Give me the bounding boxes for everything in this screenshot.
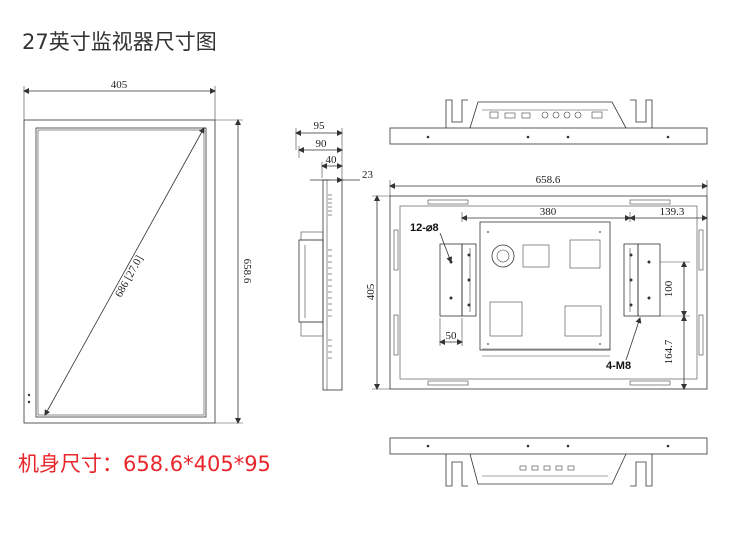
- front-bezel-outline: [23, 119, 216, 424]
- back-bottom-offset-dim: 164.7: [663, 339, 675, 364]
- body-size-label: 机身尺寸：658.6*405*95: [18, 452, 271, 476]
- top-view-body: [389, 127, 708, 145]
- front-button-dot: [27, 400, 31, 404]
- front-height-dim: 658.6: [241, 259, 253, 284]
- front-screen-outline: [35, 127, 207, 418]
- back-height-dim: 405: [365, 283, 377, 300]
- back-panel-outline: [389, 195, 708, 390]
- front-width-dim: 405: [111, 79, 128, 91]
- back-speaker-circle: [491, 244, 515, 268]
- back-mount-span-dim: 380: [540, 206, 557, 218]
- side-view: 95 90 40 23: [295, 120, 374, 391]
- diagonal-dimension-line: [44, 127, 205, 416]
- bottom-view-body: [389, 437, 708, 455]
- side-dim-40: 40: [326, 154, 338, 166]
- back-main-board: [479, 221, 611, 351]
- back-hole-spacing-dim: 100: [663, 280, 675, 297]
- page-title: 27英寸监视器尺寸图: [22, 30, 217, 54]
- side-dim-95: 95: [314, 120, 326, 132]
- back-hole-label: 12-⌀8: [410, 222, 439, 234]
- side-profile-body: [322, 179, 343, 391]
- left-mount-bracket: [439, 243, 463, 317]
- bottom-view: [389, 437, 708, 487]
- side-dim-90: 90: [316, 138, 328, 150]
- back-screw-label: 4-M8: [606, 360, 631, 372]
- front-diagonal-dim: 686 [27.0]: [113, 254, 146, 300]
- back-width-dim: 658.6: [536, 174, 561, 186]
- front-view: 405 686 [27.0] 658.6: [23, 79, 253, 424]
- back-bracket-width-dim: 50: [446, 330, 458, 342]
- back-right-offset-dim: 139.3: [660, 206, 685, 218]
- side-dim-23: 23: [362, 169, 374, 181]
- top-view: [389, 99, 708, 145]
- vent-slots: [393, 199, 704, 386]
- back-view: 658.6 380 139.3 405: [365, 174, 708, 390]
- side-mount-bracket: [298, 239, 324, 323]
- front-button-dot: [27, 393, 31, 397]
